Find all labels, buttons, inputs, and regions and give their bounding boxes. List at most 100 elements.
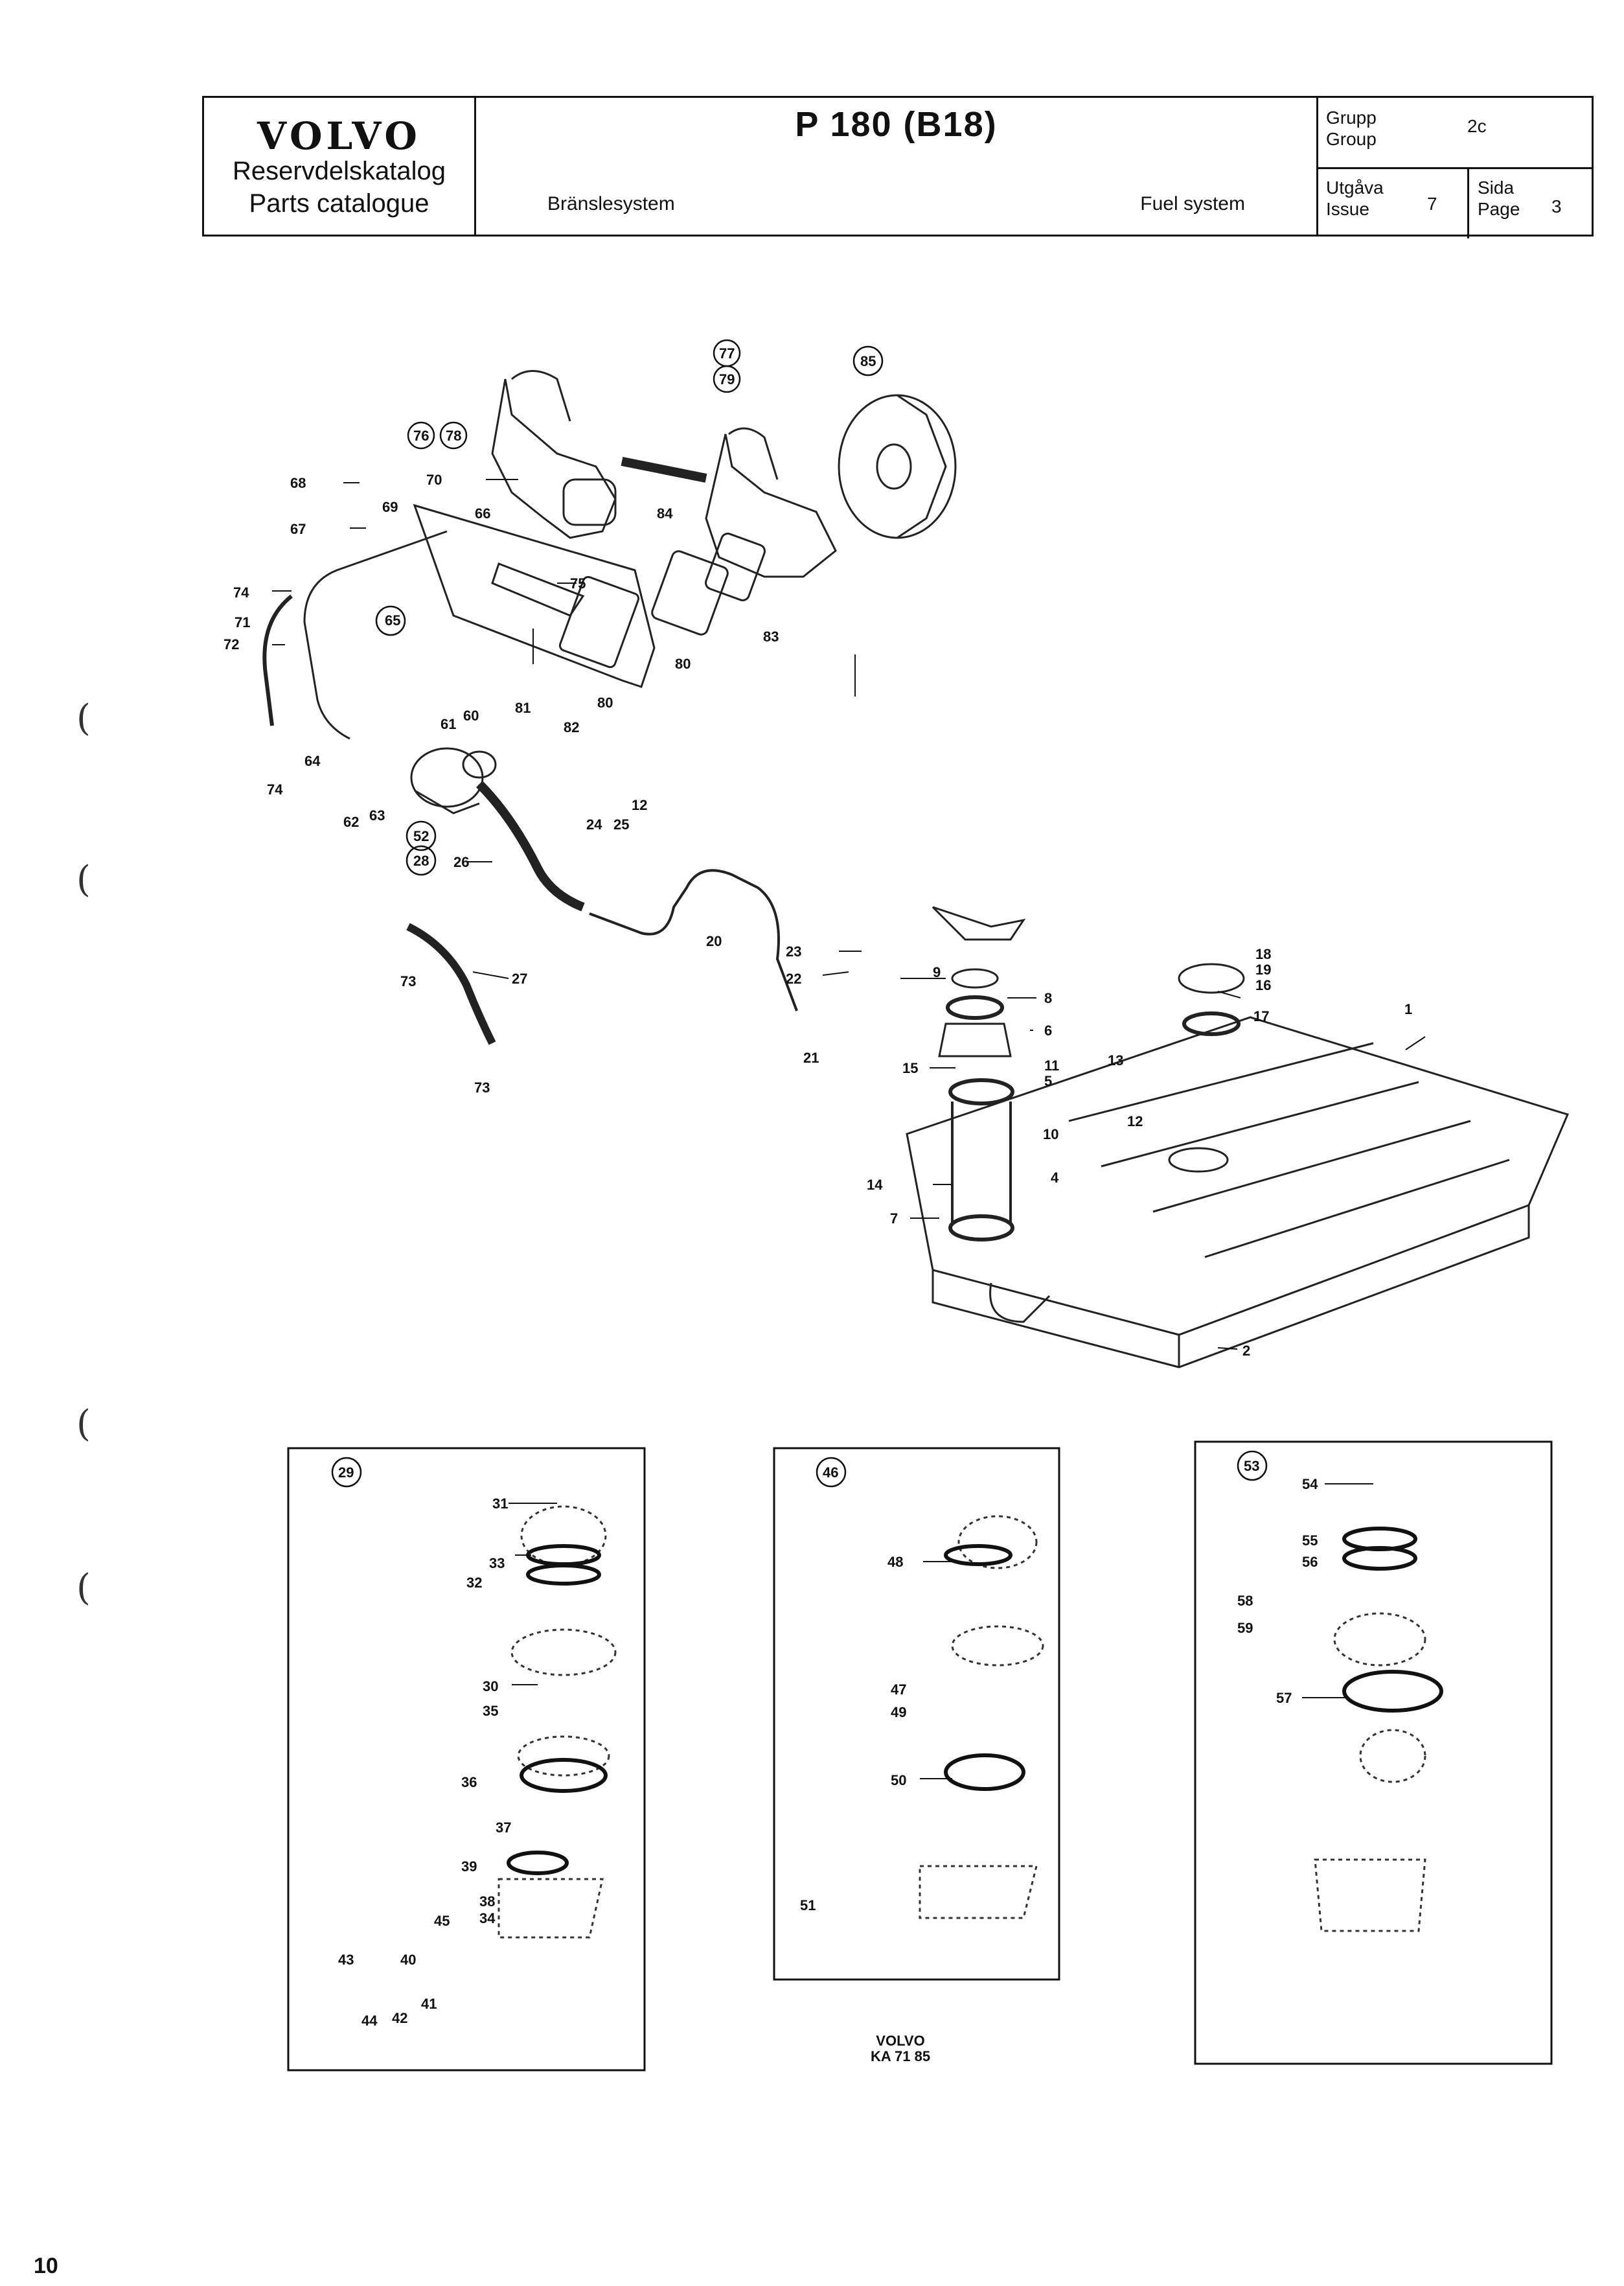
callout-61: 61 xyxy=(440,716,456,732)
carburettor-rear xyxy=(705,427,837,578)
hose-71 xyxy=(262,594,293,726)
callout-22: 22 xyxy=(786,971,801,987)
pump-detail-box-29 xyxy=(287,1447,646,2072)
callout-59: 59 xyxy=(1237,1620,1253,1636)
drawing-stamp: VOLVO KA 71 85 xyxy=(862,2033,939,2064)
callout-20: 20 xyxy=(706,933,722,949)
callout-19: 19 xyxy=(1255,962,1271,978)
callout-71: 71 xyxy=(234,614,250,630)
stamp-drawing-number: KA 71 85 xyxy=(870,2048,931,2064)
brand-cell: VOLVO Reservdelskatalog Parts catalogue xyxy=(204,98,476,235)
callout-44: 44 xyxy=(361,2013,378,2029)
callout-9: 9 xyxy=(933,964,941,980)
callout-33: 33 xyxy=(489,1555,505,1571)
callout-67: 67 xyxy=(290,521,306,537)
callout-43: 43 xyxy=(338,1952,354,1968)
intake-manifold xyxy=(413,503,656,688)
callout-1: 1 xyxy=(1404,1001,1412,1017)
callout-56: 56 xyxy=(1302,1554,1318,1570)
callout-81: 81 xyxy=(515,700,531,716)
callout-30: 30 xyxy=(483,1678,498,1694)
callout-82: 82 xyxy=(564,719,579,735)
callout-13: 13 xyxy=(1108,1052,1123,1068)
callout-73a: 73 xyxy=(400,973,416,989)
margin-mark: ( xyxy=(76,859,91,901)
callout-40: 40 xyxy=(400,1952,416,1968)
callout-62: 62 xyxy=(343,814,359,830)
callout-15: 15 xyxy=(902,1060,918,1076)
title-cell: P 180 (B18) Bränslesystem Fuel system xyxy=(476,98,1318,235)
callout-12: 12 xyxy=(632,797,647,813)
fuel-pump xyxy=(410,747,497,814)
callout-66: 66 xyxy=(475,505,490,522)
section-title-en: Fuel system xyxy=(1140,193,1245,214)
callout-10: 10 xyxy=(1043,1126,1058,1142)
group-label-en: Group xyxy=(1326,129,1377,149)
callout-74b: 74 xyxy=(267,781,283,798)
title-block: VOLVO Reservdelskatalog Parts catalogue … xyxy=(202,96,1594,238)
callout-57: 57 xyxy=(1276,1690,1292,1706)
margin-mark: ( xyxy=(76,1403,91,1445)
callout-64: 64 xyxy=(304,753,321,769)
callout-75: 75 xyxy=(570,575,586,592)
callout-69: 69 xyxy=(382,499,398,515)
callout-51: 51 xyxy=(800,1897,816,1913)
callout-73b: 73 xyxy=(474,1080,490,1096)
callout-76: 76 xyxy=(413,428,429,444)
margin-mark: ( xyxy=(76,1567,91,1609)
air-filter xyxy=(838,394,957,539)
page-box: Sida Page xyxy=(1478,177,1520,220)
callout-25: 25 xyxy=(613,816,629,833)
callout-55: 55 xyxy=(1302,1532,1318,1549)
pump-detail-box-53 xyxy=(1194,1440,1553,2065)
filler-neck-assembly xyxy=(932,906,1026,1241)
callout-18: 18 xyxy=(1255,946,1271,962)
catalog-title-en: Parts catalogue xyxy=(249,189,429,218)
callout-72: 72 xyxy=(223,636,239,652)
callout-68: 68 xyxy=(290,475,306,491)
linkage-rod xyxy=(621,457,707,483)
callout-84: 84 xyxy=(657,505,673,522)
model-title: P 180 (B18) xyxy=(795,105,998,144)
callout-42: 42 xyxy=(392,2010,407,2026)
group-box: Grupp Group 2c xyxy=(1318,98,1592,169)
stamp-brand: VOLVO xyxy=(876,2033,925,2049)
callout-11: 11 xyxy=(1044,1057,1059,1074)
callout-36: 36 xyxy=(461,1774,477,1790)
callout-27: 27 xyxy=(512,971,527,987)
callout-70: 70 xyxy=(426,472,442,488)
callout-54: 54 xyxy=(1302,1476,1318,1492)
sender-lid xyxy=(1178,963,1245,994)
callout-31: 31 xyxy=(492,1495,508,1512)
page-value: 3 xyxy=(1551,196,1562,216)
sender-gasket xyxy=(1182,1011,1241,1036)
callout-4: 4 xyxy=(1051,1170,1059,1186)
callout-29: 29 xyxy=(338,1464,354,1481)
callout-8: 8 xyxy=(1044,990,1052,1006)
volvo-logo: VOLVO xyxy=(257,114,421,158)
info-cell: Grupp Group 2c Utgåva Issue 7 Sida Page … xyxy=(1318,98,1592,238)
carburettor-front xyxy=(491,370,617,539)
hose-26 xyxy=(476,781,585,912)
callout-21: 21 xyxy=(803,1050,819,1066)
callout-41: 41 xyxy=(421,1996,437,2012)
callout-34: 34 xyxy=(479,1910,496,1926)
gasket xyxy=(651,550,729,636)
callout-28: 28 xyxy=(413,853,429,869)
callout-17: 17 xyxy=(1253,1008,1269,1024)
callout-35: 35 xyxy=(483,1703,498,1719)
callout-32: 32 xyxy=(466,1575,482,1591)
callout-6: 6 xyxy=(1044,1022,1052,1039)
callout-49: 49 xyxy=(891,1704,906,1720)
callout-37: 37 xyxy=(496,1819,511,1836)
callout-52: 52 xyxy=(413,828,429,844)
callout-65: 65 xyxy=(385,612,400,629)
callout-85: 85 xyxy=(860,353,876,369)
callout-23: 23 xyxy=(786,943,801,960)
callout-12b: 12 xyxy=(1127,1113,1143,1129)
callout-38: 38 xyxy=(479,1893,495,1910)
callout-77: 77 xyxy=(719,345,735,362)
group-label-sv: Grupp xyxy=(1326,108,1377,128)
callout-78: 78 xyxy=(446,428,461,444)
issue-box: Utgåva Issue xyxy=(1326,177,1384,220)
